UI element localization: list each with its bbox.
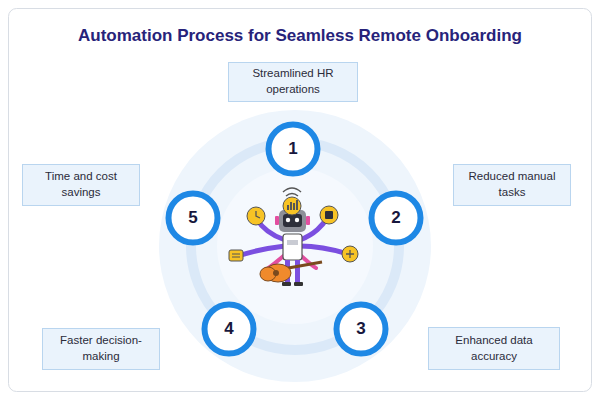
benefit-text: Enhanced data accuracy xyxy=(437,333,551,364)
benefit-box: Streamlined HR operations xyxy=(228,62,358,102)
step-number: 2 xyxy=(368,190,424,246)
step-number: 3 xyxy=(333,301,389,357)
inner-circle xyxy=(217,168,373,324)
number-circle: 2 xyxy=(368,190,424,246)
step-number: 1 xyxy=(265,121,321,177)
number-circle: 1 xyxy=(265,121,321,177)
diagram-title: Automation Process for Seamless Remote O… xyxy=(0,26,600,46)
number-circle: 3 xyxy=(333,301,389,357)
benefit-box: Faster decision-making xyxy=(42,328,160,370)
benefit-box: Time and cost savings xyxy=(22,164,140,206)
benefit-box: Reduced manual tasks xyxy=(453,164,571,206)
number-circle: 5 xyxy=(165,190,221,246)
step-number: 4 xyxy=(201,301,257,357)
number-circle: 4 xyxy=(201,301,257,357)
robot xyxy=(229,188,358,286)
step-number: 5 xyxy=(165,190,221,246)
benefit-text: Reduced manual tasks xyxy=(462,169,562,200)
benefit-text: Faster decision-making xyxy=(51,333,151,364)
background-circle xyxy=(159,110,431,382)
benefit-text: Streamlined HR operations xyxy=(237,66,349,97)
benefit-text: Time and cost savings xyxy=(31,169,131,200)
frame xyxy=(9,9,592,392)
benefit-box: Enhanced data accuracy xyxy=(428,327,560,370)
